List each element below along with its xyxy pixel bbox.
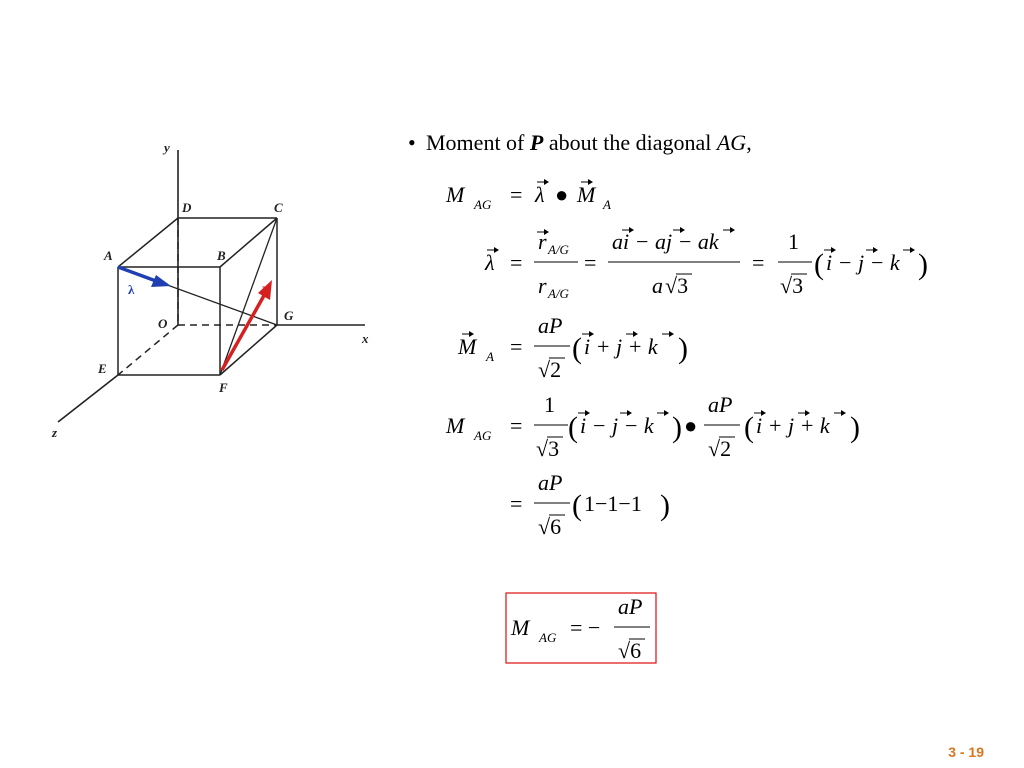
bullet-heading: • Moment of P about the diagonal AG, [408, 130, 752, 156]
svg-text:λ: λ [534, 182, 545, 207]
equation-3: M A = aP √2 ( i + j + k ) [457, 313, 688, 382]
svg-text:=: = [510, 413, 522, 438]
p-arrowhead [258, 280, 272, 300]
point-label-e: E [97, 361, 107, 376]
lambda-vector [117, 265, 157, 283]
equation-4: M AG = 1 √3 ( i − j − k ) ● aP √2 ( i + … [445, 392, 860, 461]
svg-text:(: ( [572, 332, 582, 365]
bullet-suffix: , [746, 130, 752, 155]
svg-text:1: 1 [788, 229, 799, 254]
svg-text:(: ( [744, 411, 754, 444]
svg-text:): ) [918, 248, 928, 281]
z-axis [57, 374, 119, 423]
svg-text:aP: aP [538, 470, 562, 495]
equation-5: = aP √6 ( 1−1−1 ) [510, 470, 670, 539]
bullet-dot: • [408, 130, 416, 155]
svg-text:M: M [445, 413, 466, 438]
svg-text:=: = [510, 182, 522, 207]
svg-text:=: = [584, 250, 596, 275]
svg-text:●: ● [684, 413, 697, 438]
cube-edge [219, 324, 278, 376]
svg-text:√3: √3 [665, 273, 688, 298]
hidden-edge [117, 324, 179, 376]
svg-text:(: ( [572, 489, 582, 522]
bullet-middle: about the diagonal [548, 130, 712, 155]
cube-edge [117, 217, 179, 268]
svg-text:A: A [602, 197, 611, 212]
point-label-f: F [218, 380, 228, 395]
svg-text:●: ● [555, 182, 568, 207]
svg-text:): ) [660, 489, 670, 522]
svg-text:aP: aP [618, 594, 642, 619]
svg-text:i − j − k: i − j − k [826, 250, 901, 275]
svg-text:√6: √6 [618, 638, 641, 663]
svg-text:i − j − k: i − j − k [580, 413, 655, 438]
result-box: M AG = − aP √6 [505, 592, 657, 664]
svg-text:(: ( [568, 411, 578, 444]
svg-text:1−1−1: 1−1−1 [584, 491, 642, 516]
axis-label-z: z [51, 425, 58, 440]
svg-text:λ: λ [484, 250, 495, 275]
lambda-arrowhead [151, 275, 171, 287]
svg-text:(: ( [814, 248, 824, 281]
point-label-a: A [103, 248, 113, 263]
svg-text:): ) [850, 411, 860, 444]
p-vector [220, 291, 268, 371]
svg-text:r: r [538, 273, 547, 298]
cube-edge [219, 217, 278, 268]
bullet-prefix: Moment of [426, 130, 525, 155]
equation-2: λ = r A/G r A/G = ai − aj − ak a √3 = 1 … [484, 226, 928, 301]
point-label-o: O [158, 316, 168, 331]
vector-label-p: P [262, 283, 270, 298]
svg-text:i + j + k: i + j + k [584, 334, 659, 359]
svg-text:√2: √2 [708, 436, 731, 461]
point-label-d: D [181, 200, 192, 215]
svg-text:√3: √3 [780, 273, 803, 298]
svg-text:aP: aP [538, 313, 562, 338]
svg-text:=: = [510, 491, 522, 516]
svg-text:M: M [510, 615, 531, 640]
svg-text:1: 1 [544, 392, 555, 417]
svg-text:=: = [510, 334, 522, 359]
svg-text:a: a [652, 273, 663, 298]
equation-1: M AG = λ ● M A [445, 178, 611, 212]
axis-label-y: y [162, 140, 170, 155]
point-label-b: B [216, 248, 226, 263]
svg-text:A/G: A/G [547, 286, 570, 301]
svg-text:AG: AG [473, 428, 492, 443]
svg-text:r: r [538, 229, 547, 254]
svg-text:i + j + k: i + j + k [756, 413, 831, 438]
svg-text:M: M [445, 182, 466, 207]
cube-figure: y x z D C A B O G E F λ P [51, 140, 369, 440]
point-label-c: C [274, 200, 283, 215]
diagonal-cf [219, 217, 278, 376]
svg-text:AG: AG [538, 630, 557, 645]
svg-text:M: M [457, 334, 478, 359]
svg-text:M: M [576, 182, 597, 207]
svg-text:): ) [678, 332, 688, 365]
page-number: 3 - 19 [948, 744, 984, 760]
axis-label-x: x [361, 331, 369, 346]
svg-text:=: = [752, 250, 764, 275]
bullet-symbol-p: P [529, 130, 544, 155]
svg-text:AG: AG [473, 197, 492, 212]
svg-text:aP: aP [708, 392, 732, 417]
svg-text:= −: = − [570, 615, 600, 640]
svg-text:√3: √3 [536, 436, 559, 461]
svg-text:√6: √6 [538, 514, 561, 539]
point-label-g: G [284, 308, 294, 323]
svg-text:=: = [510, 250, 522, 275]
svg-text:A/G: A/G [547, 242, 570, 257]
vector-label-lambda: λ [128, 282, 135, 297]
svg-text:ai − aj − ak: ai − aj − ak [612, 229, 720, 254]
svg-text:A: A [485, 349, 494, 364]
bullet-term-ag: AG [716, 130, 747, 155]
svg-text:): ) [672, 411, 682, 444]
svg-text:√2: √2 [538, 357, 561, 382]
